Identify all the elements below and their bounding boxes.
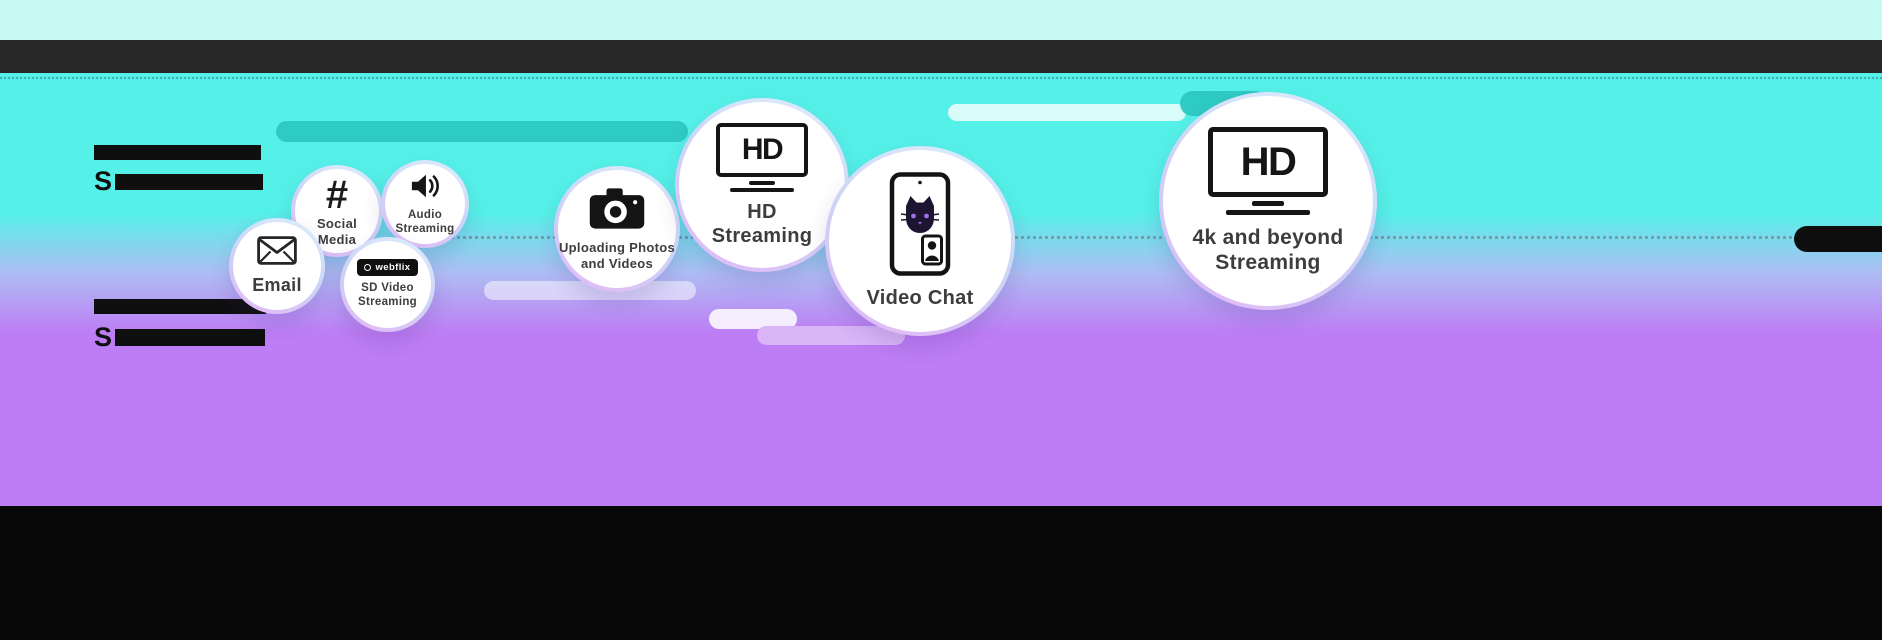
bottom-black-bar [0,506,1882,640]
webflix-logo-text: webflix [375,261,411,273]
left-text-block-1: S [94,145,264,196]
top-black-bar [0,40,1882,73]
hd-tv-label: HD [1240,139,1297,184]
decor-streak-white-1 [948,104,1186,121]
bubble-sd-video-streaming: webflix SD Video Streaming [340,237,435,332]
visible-letter: S [94,166,113,196]
speaker-icon [409,171,441,206]
redacted-text-bar [94,145,261,160]
redacted-text-bar [115,173,264,190]
bubble-email-label: Email [252,274,302,295]
bubble-sd-video-streaming-label: SD Video Streaming [358,282,417,309]
hd-tv-icon: HD [716,122,808,192]
webflix-logo-dot [364,264,372,272]
bubble-audio-streaming-label: Audio Streaming [395,209,455,235]
bubble-audio-streaming: Audio Streaming [381,160,469,248]
decor-streak-teal-1 [276,121,688,142]
bubble-uploading-photos: Uploading Photos and Videos [554,166,680,292]
bubble-uploading-photos-label: Uploading Photos and Videos [558,239,675,271]
hashtag-icon: # [325,172,349,217]
top-dotted-divider [0,77,1882,79]
bubble-hd-streaming: HD HD Streaming [675,98,849,272]
decor-streak-lavender-1 [757,326,905,345]
webflix-badge-icon: webflix [357,258,418,277]
camera-icon [588,187,646,235]
bubble-4k-streaming-label: 4k and beyond Streaming [1192,225,1344,274]
bubble-4k-streaming: HD 4k and beyond Streaming [1159,92,1377,310]
tv-stand-neck [1252,200,1284,206]
bubble-social-media-label: Social Media [316,215,358,247]
top-light-strip [0,0,1882,40]
video-chat-phone-icon [889,172,951,281]
decor-streak-white-2 [709,309,797,329]
redacted-text-bar [94,299,266,314]
bubble-email: Email [229,218,325,314]
left-text-block-2: S [94,299,266,351]
dotted-speed-line [432,236,1882,239]
redacted-text-bar [115,329,266,346]
right-edge-black-pill [1794,226,1882,252]
envelope-icon [257,235,297,270]
tv-stand-neck [749,180,775,185]
hd-tv-label: HD [741,132,784,166]
visible-letter: S [94,322,113,352]
tv-stand-base [1226,209,1310,215]
hd-tv-icon: HD [1208,126,1328,215]
bubble-video-chat: Video Chat [825,146,1015,336]
tv-stand-base [730,187,794,192]
bubble-video-chat-label: Video Chat [866,287,974,309]
bubble-hd-streaming-label: HD Streaming [711,200,813,247]
